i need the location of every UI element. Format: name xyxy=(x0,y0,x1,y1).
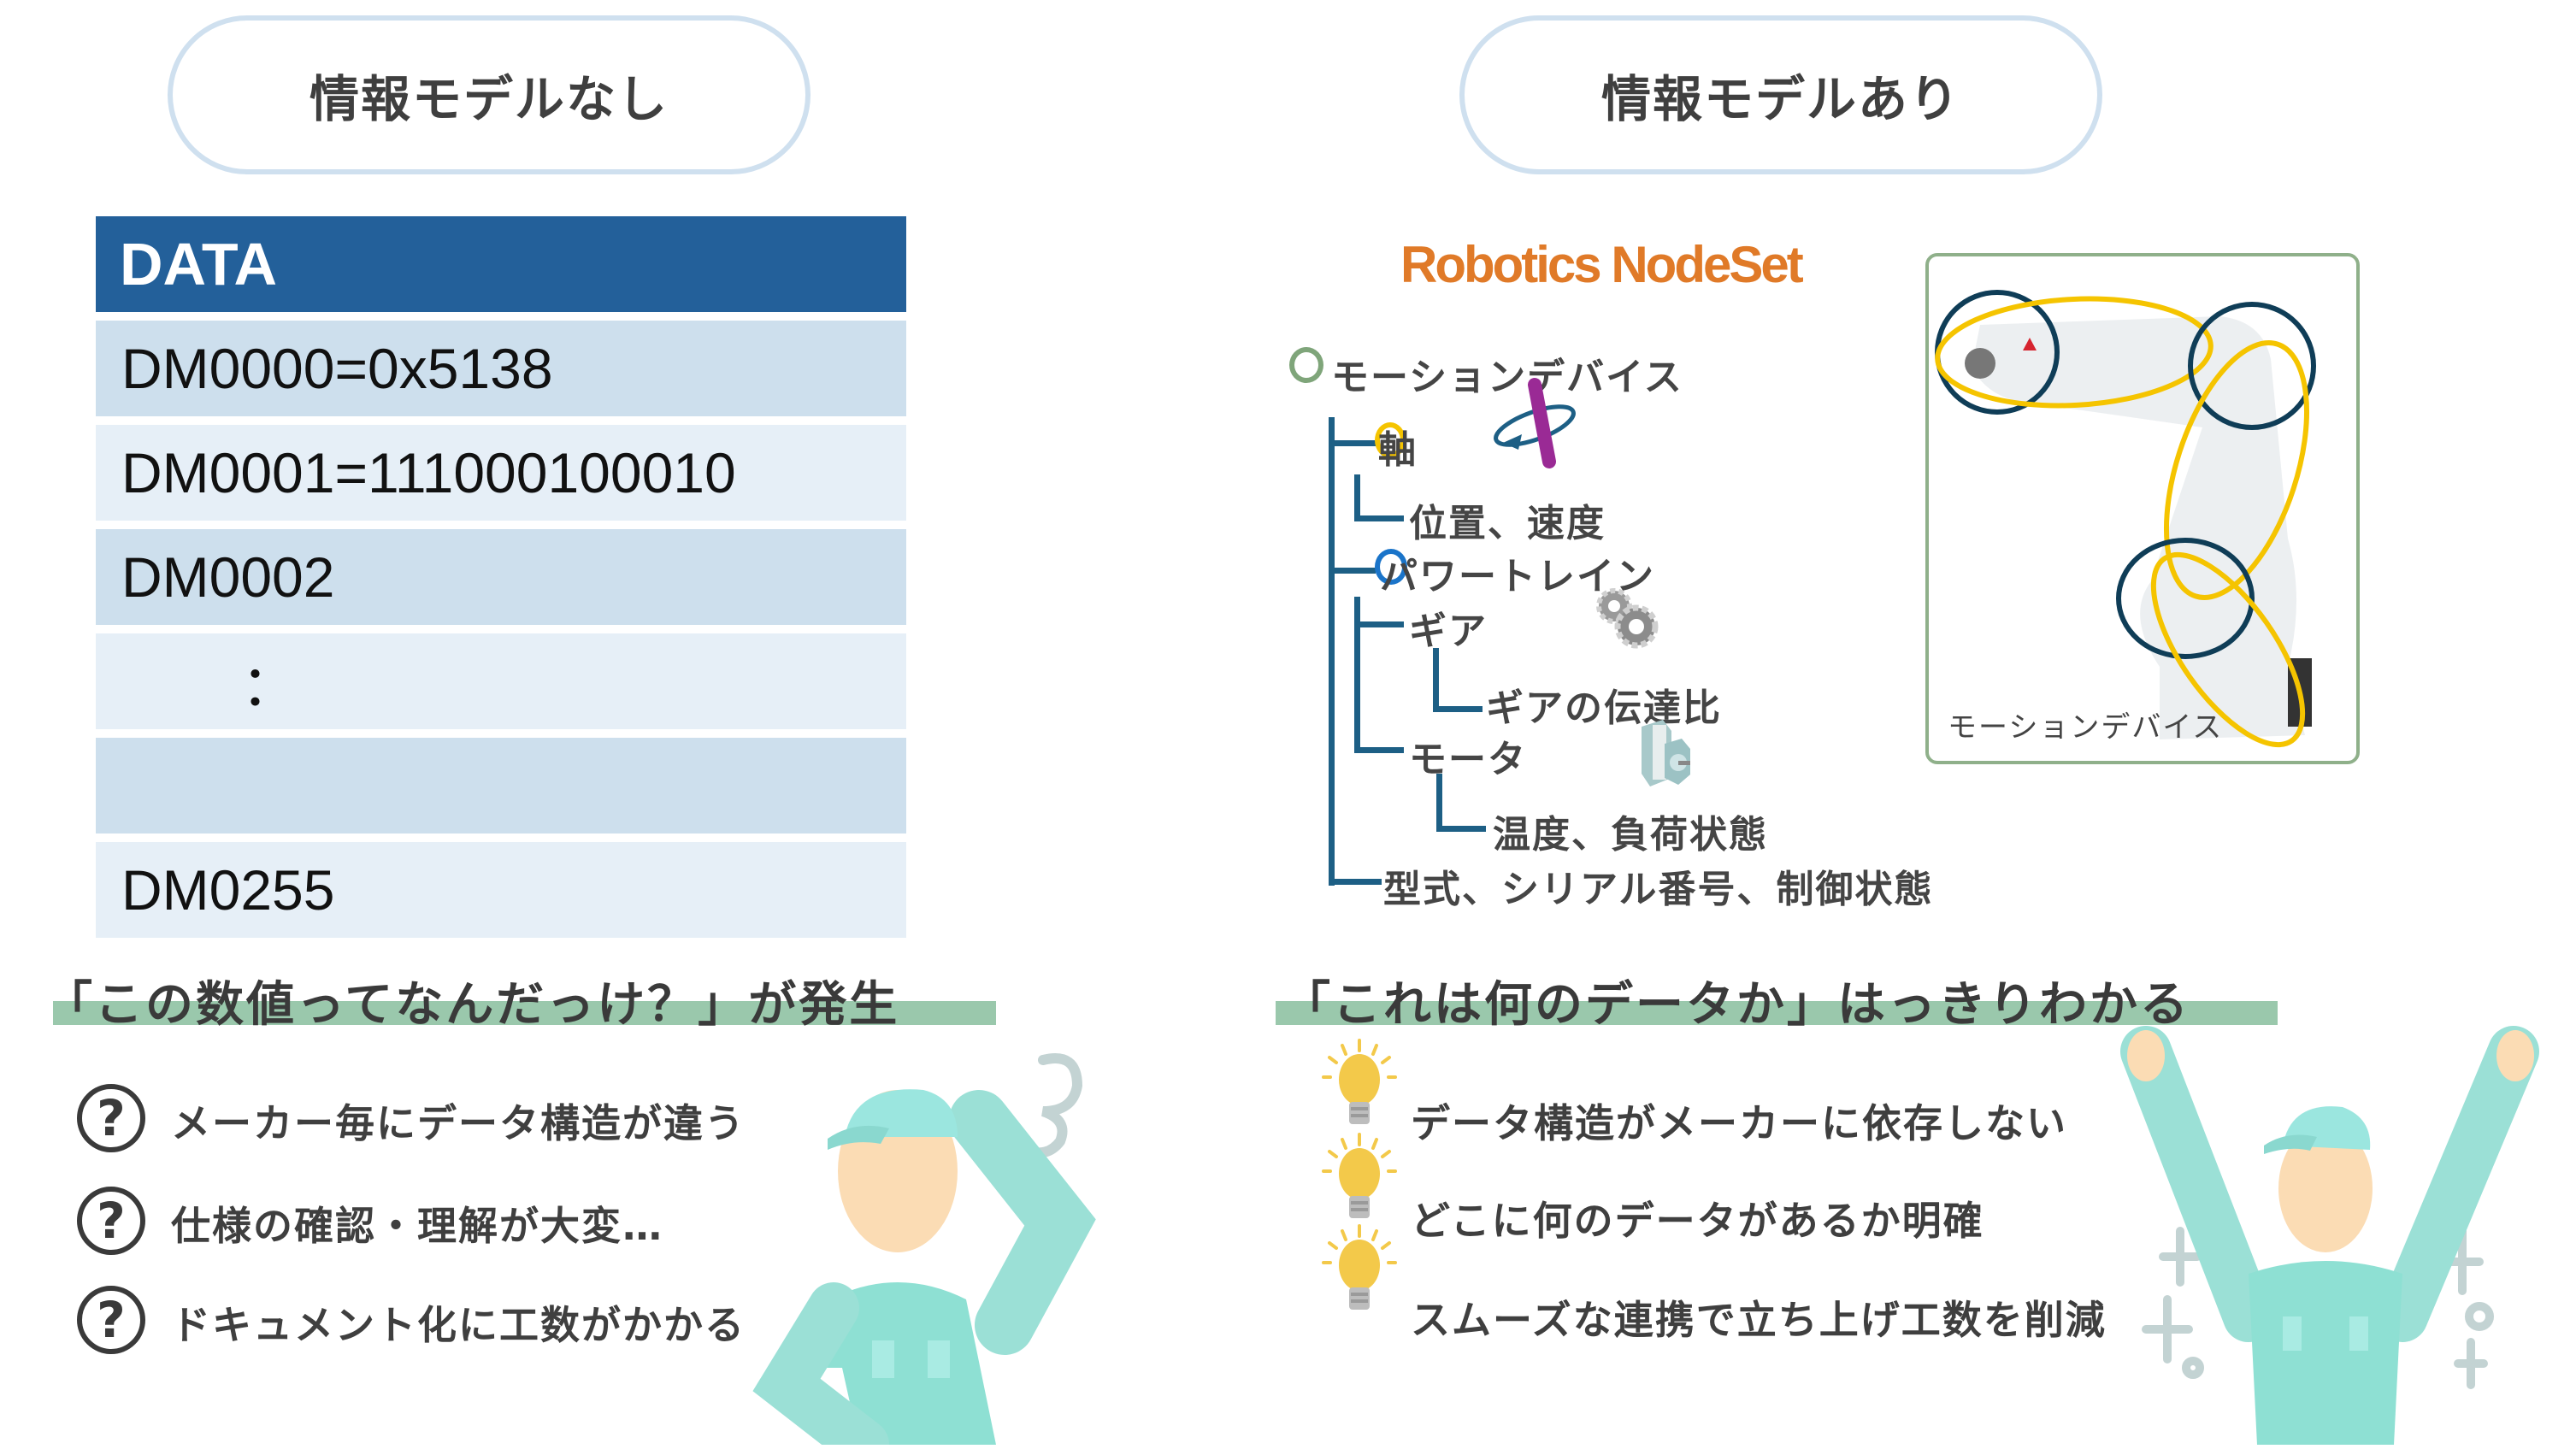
right-bullet: どこに何のデータがあるか明確 xyxy=(1411,1198,1984,1244)
joint-ring xyxy=(2188,302,2316,430)
data-row: DM0002 xyxy=(96,529,906,625)
tree-line xyxy=(1329,879,1382,885)
left-bullet: メーカー毎にデータ構造が違う xyxy=(171,1100,746,1146)
tree-line xyxy=(1436,774,1442,832)
tree-gear-ratio: ギアの伝達比 xyxy=(1486,686,1722,730)
powertrain-node-ring xyxy=(1375,549,1407,585)
worker-cap xyxy=(845,1089,958,1137)
title-without-model: 情報モデルなし xyxy=(168,15,811,174)
tree-powertrain: パワートレイン xyxy=(1380,555,1655,598)
dizzy-swirl-icon xyxy=(1021,1053,1083,1158)
data-row xyxy=(96,738,906,833)
confused-worker-illustration xyxy=(752,1053,1096,1445)
tree-line xyxy=(1436,826,1486,832)
data-row: DM0001=111000100010 xyxy=(96,425,906,521)
motor-icon xyxy=(1642,720,1690,786)
worker-arm-right xyxy=(2377,1026,2539,1342)
root-node-ring xyxy=(1289,347,1323,383)
data-row: ： xyxy=(96,633,906,729)
lightbulb-icon xyxy=(1322,1224,1397,1310)
robot-caption: モーションデバイス xyxy=(1948,710,2224,745)
gears-icon xyxy=(1596,588,1659,649)
tree-line xyxy=(1329,568,1376,574)
tree-axis: 軸 xyxy=(1378,428,1418,472)
data-row: DM0255 xyxy=(96,842,906,938)
left-heading: 「この数値ってなんだっけ？」が発生 xyxy=(44,977,900,1033)
tree-gear: ギア xyxy=(1409,610,1488,653)
link-ring xyxy=(2163,340,2310,600)
tree-line xyxy=(1354,515,1404,521)
worker-face xyxy=(2278,1124,2373,1252)
right-bullet: スムーズな連携で立ち上げ工数を削減 xyxy=(1411,1297,2107,1343)
axis-node-ring xyxy=(1375,422,1406,458)
right-bullet: データ構造がメーカーに依存しない xyxy=(1411,1100,2067,1146)
left-bullet: 仕様の確認・理解が大変… xyxy=(171,1203,663,1249)
tree-line xyxy=(1433,706,1483,712)
happy-worker-illustration xyxy=(2120,1026,2539,1445)
data-table-header: DATA xyxy=(96,216,906,312)
title-with-model-text: 情報モデルあり xyxy=(1600,70,1960,128)
question-icon: ? xyxy=(77,1286,145,1354)
right-heading: 「これは何のデータか」はっきりわかる xyxy=(1282,977,2190,1033)
worker-arm-lower xyxy=(752,1282,889,1445)
link-ring xyxy=(2150,551,2306,748)
sparkle-decorations xyxy=(2142,1227,2494,1389)
robot-image-panel: モーションデバイス xyxy=(1925,253,2360,764)
tree-line xyxy=(1354,474,1360,521)
robotics-nodeset-logo: Robotics NodeSet xyxy=(1400,236,1804,293)
joint-ring xyxy=(2116,538,2255,659)
tree-motor-temp-load: 温度、負荷状態 xyxy=(1493,813,1768,857)
title-without-model-text: 情報モデルなし xyxy=(309,70,669,128)
tree-model-serial-state: 型式、シリアル番号、制御状態 xyxy=(1383,868,1934,911)
worker-arm-left xyxy=(2120,1026,2274,1342)
link-ring xyxy=(1935,296,2213,409)
robot-arm-image xyxy=(1935,290,2316,748)
tree-axis-position-speed: 位置、速度 xyxy=(1409,502,1606,545)
right-heading-underline xyxy=(1276,1001,2278,1025)
tree-line xyxy=(1329,417,1335,886)
worker-body xyxy=(2249,1261,2402,1445)
tree-line xyxy=(1354,597,1360,753)
lightbulb-icon xyxy=(1322,1039,1397,1124)
left-heading-underline xyxy=(53,1001,996,1025)
axis-rotation-icon xyxy=(1494,378,1576,468)
tree-line xyxy=(1354,747,1404,753)
tree-line xyxy=(1329,440,1376,446)
raw-data-table: DATA DM0000=0x5138 DM0001=111000100010 D… xyxy=(96,216,906,938)
tree-motor: モータ xyxy=(1409,738,1527,781)
tree-root-motion-device: モーションデバイス xyxy=(1331,356,1683,399)
lightbulb-icon xyxy=(1322,1133,1397,1218)
title-with-model: 情報モデルあり xyxy=(1459,15,2102,174)
question-icon: ? xyxy=(77,1187,145,1255)
tree-line xyxy=(1354,621,1404,627)
question-icon: ? xyxy=(77,1084,145,1152)
data-row: DM0000=0x5138 xyxy=(96,321,906,416)
tree-line xyxy=(1433,648,1439,712)
worker-arm-raised xyxy=(949,1090,1096,1355)
left-bullet: ドキュメント化に工数がかかる xyxy=(171,1302,746,1348)
